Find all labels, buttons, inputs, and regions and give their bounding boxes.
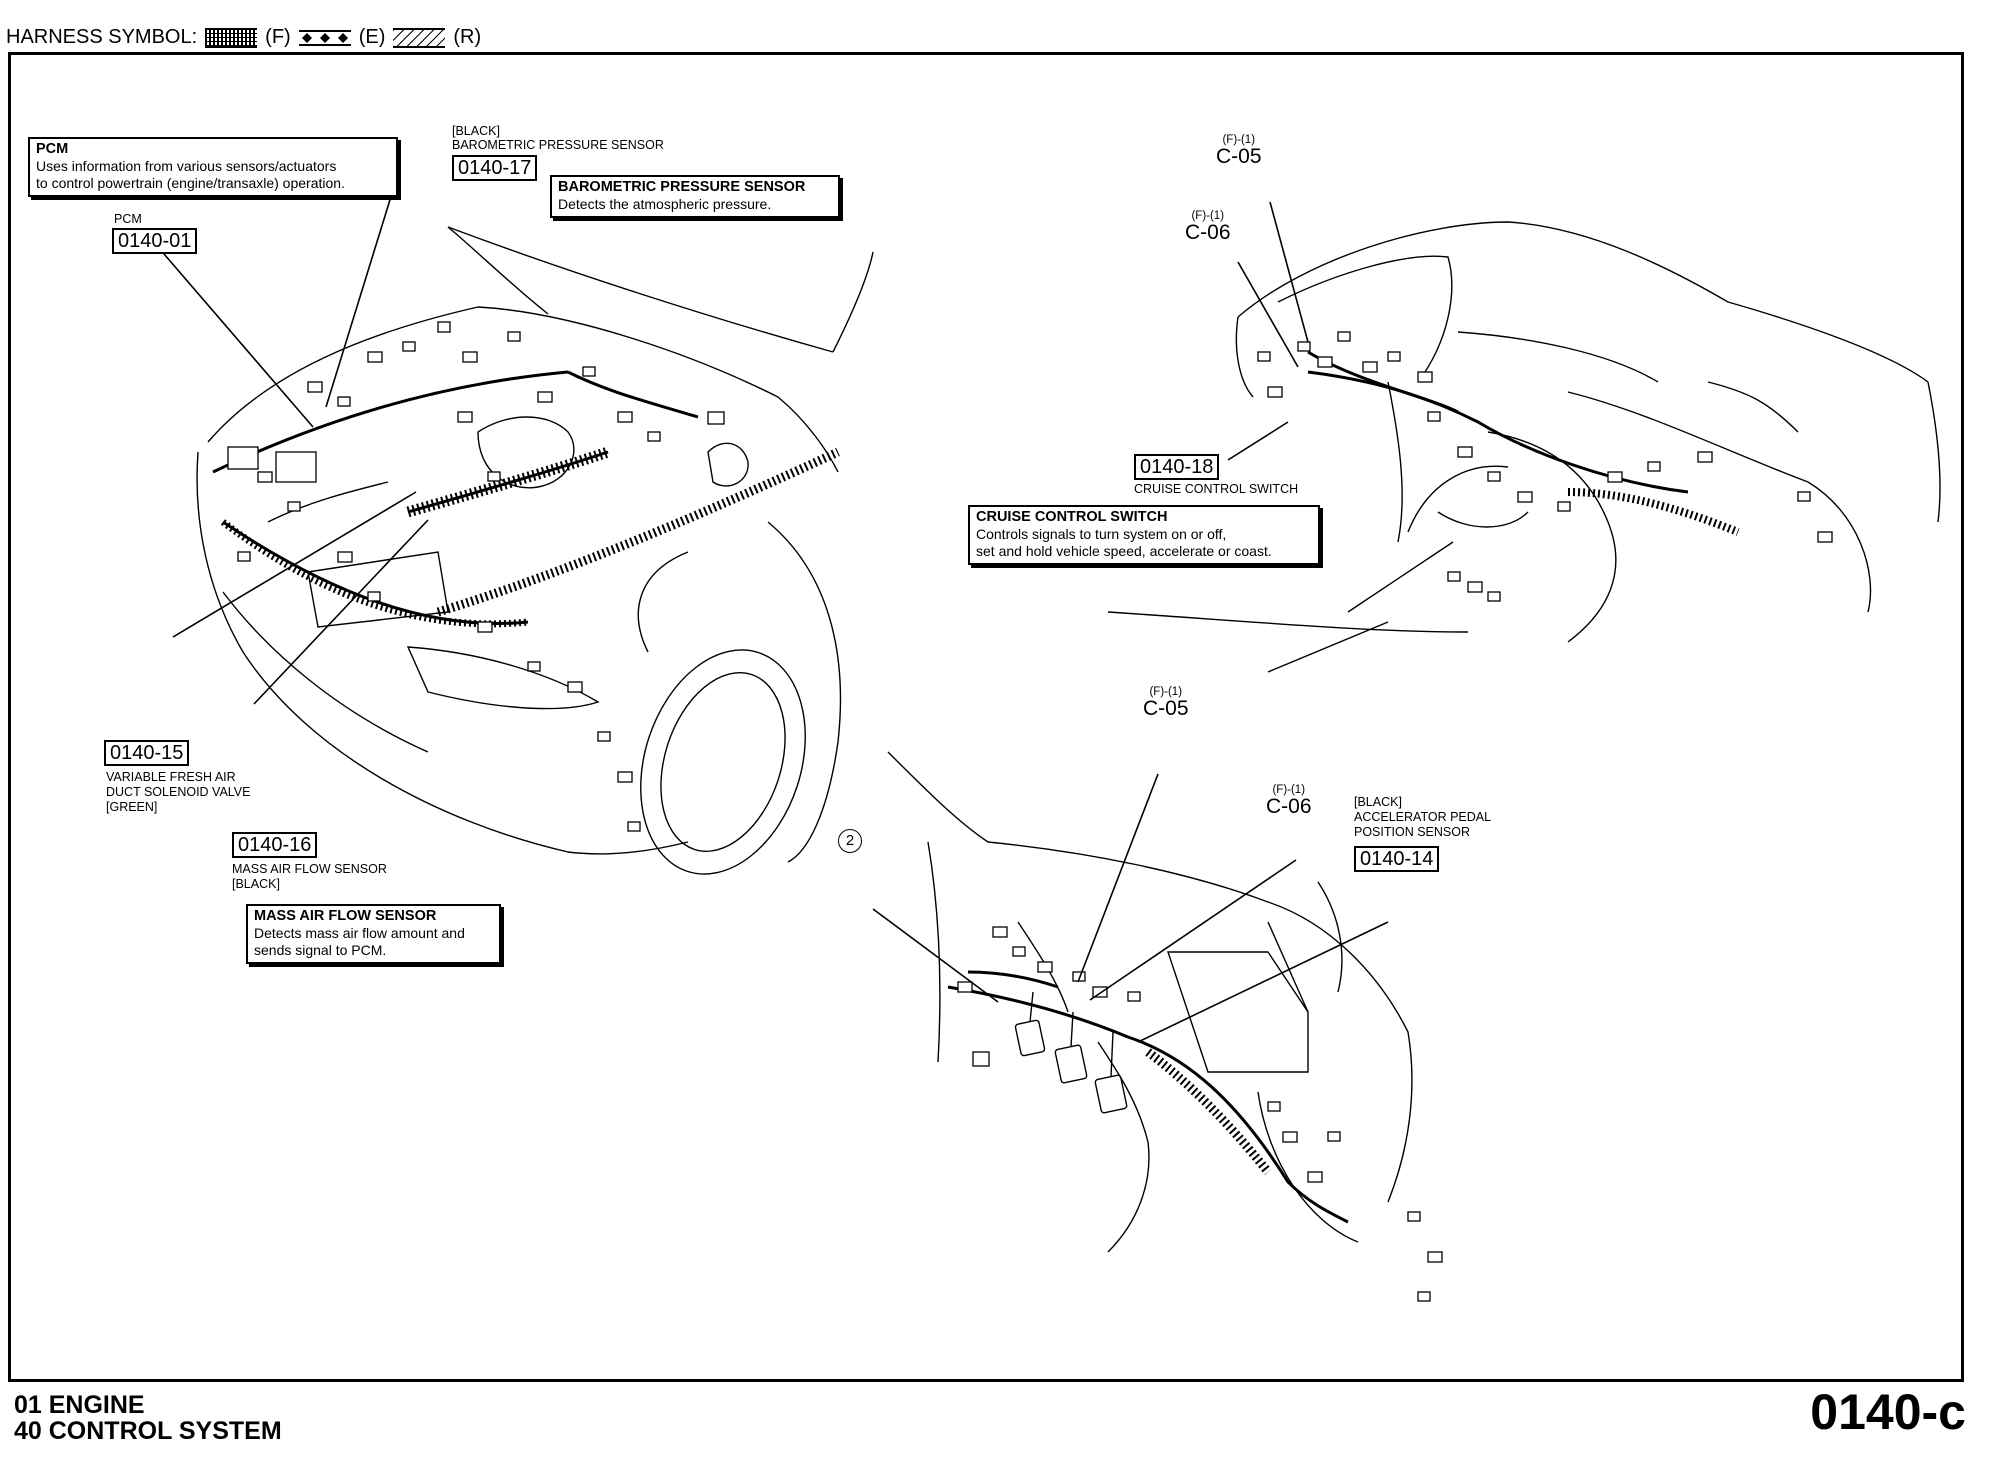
pcm-description-line2: to control powertrain (engine/transaxle)… [36,175,345,191]
legend-e-label: (E) [358,26,386,48]
app-sensor-label-line1: ACCELERATOR PEDAL [1354,810,1492,824]
app-sensor-color-label: [BLACK] [1354,795,1402,809]
harness-ref-bottom-c06: (F)-(1) C-06 [1266,784,1312,818]
harness-ref-top-c05: (F)-(1) C-05 [1216,134,1262,168]
harness-e-band-2 [436,447,840,617]
harness-ref-bottom-c06-small: (F)-(1) [1272,784,1306,796]
maf-connector-color: [BLACK] [232,877,280,891]
connector-0140-16: 0140-16 [232,832,318,858]
section-title: 01 ENGINE 40 CONTROL SYSTEM [14,1392,282,1444]
harness-e-band-1 [406,446,610,518]
vfad-label-line2: DUCT SOLENOID VALVE [106,785,251,799]
cruise-connector-label: CRUISE CONTROL SWITCH [1134,482,1299,496]
connector-0140-01: 0140-01 [112,228,198,254]
app-sensor-label-line2: POSITION SENSOR [1354,825,1470,839]
page-number: 0140-c [1810,1384,1966,1440]
connector-0140-17: 0140-17 [452,155,538,181]
cruise-description-title: CRUISE CONTROL SWITCH [976,509,1168,525]
baro-connector-label: BAROMETRIC PRESSURE SENSOR [452,138,664,152]
connector-0140-15: 0140-15 [104,740,190,766]
leader-lines-ip [1227,201,1309,461]
maf-description-title: MASS AIR FLOW SENSOR [254,908,437,924]
leader-lines-left [157,189,429,705]
harness-ref-top-c06-big: C-06 [1185,221,1231,244]
harness-ref-top-c06-small: (F)-(1) [1191,210,1225,222]
pcm-description-title: PCM [36,141,69,157]
harness-ref-bottom-c05-big: C-05 [1143,697,1189,720]
engine-connectors [227,321,725,832]
circled-number-marker: 2 [838,829,862,853]
harness-ref-bottom-c05: (F)-(1) C-05 [1143,686,1189,720]
baro-sensor-description-box: BAROMETRIC PRESSURE SENSOR Detects the a… [550,175,840,218]
maf-description-line1: Detects mass air flow amount and [254,925,465,941]
pcm-description-line1: Uses information from various sensors/ac… [36,158,337,174]
maf-connector-label: MASS AIR FLOW SENSOR [232,862,387,876]
harness-ref-bottom-c06-big: C-06 [1266,795,1312,818]
maf-sensor-description-box: MASS AIR FLOW SENSOR Detects mass air fl… [246,904,501,964]
engine-bay-drawing [196,226,874,875]
harness-e-band-3 [220,519,529,628]
legend-r-label: (R) [453,26,482,48]
maf-description-line2: sends signal to PCM. [254,942,387,958]
cruise-switch-description-box: CRUISE CONTROL SWITCH Controls signals t… [968,505,1320,565]
baro-connector-color-label: [BLACK] [452,124,500,138]
baro-description-line1: Detects the atmospheric pressure. [558,196,772,212]
baro-description-title: BAROMETRIC PRESSURE SENSOR [558,179,806,195]
connector-0140-18: 0140-18 [1134,454,1220,480]
harness-ref-top-c05-big: C-05 [1216,145,1262,168]
cruise-description-line1: Controls signals to turn system on or of… [976,526,1227,542]
pcm-connector-label: PCM [114,212,142,226]
section-line1: 01 ENGINE [14,1391,145,1419]
vfad-label-line1: VARIABLE FRESH AIR [106,770,236,784]
harness-f-symbol [205,27,258,48]
pedal-box-drawing [887,751,1413,1253]
harness-r-symbol [393,27,446,48]
connector-0140-14: 0140-14 [1354,846,1440,872]
harness-symbol-legend: HARNESS SYMBOL: (F) (E) (R) [6,26,481,49]
pcm-description-box: PCM Uses information from various sensor… [28,137,398,197]
section-line2: 40 CONTROL SYSTEM [14,1417,282,1445]
diamond-icons [301,32,348,43]
wiring-harness-diagram [157,189,1941,1302]
ip-harness-band [1567,488,1740,536]
pedal-connectors [957,926,1443,1302]
cruise-description-line2: set and hold vehicle speed, accelerate o… [976,543,1272,559]
ip-connectors [1257,331,1833,602]
legend-f-label: (F) [265,26,291,48]
diagram-frame [8,52,1964,1382]
instrument-panel-drawing [1107,221,1941,673]
harness-ref-top-c05-small: (F)-(1) [1222,134,1256,146]
legend-title: HARNESS SYMBOL: [6,26,198,48]
harness-e-symbol [298,29,351,46]
vfad-label-color: [GREEN] [106,800,158,814]
harness-ref-top-c06: (F)-(1) C-06 [1185,210,1231,244]
leader-lines-pedal [872,773,1389,1043]
harness-ref-bottom-c05-small: (F)-(1) [1149,686,1183,698]
